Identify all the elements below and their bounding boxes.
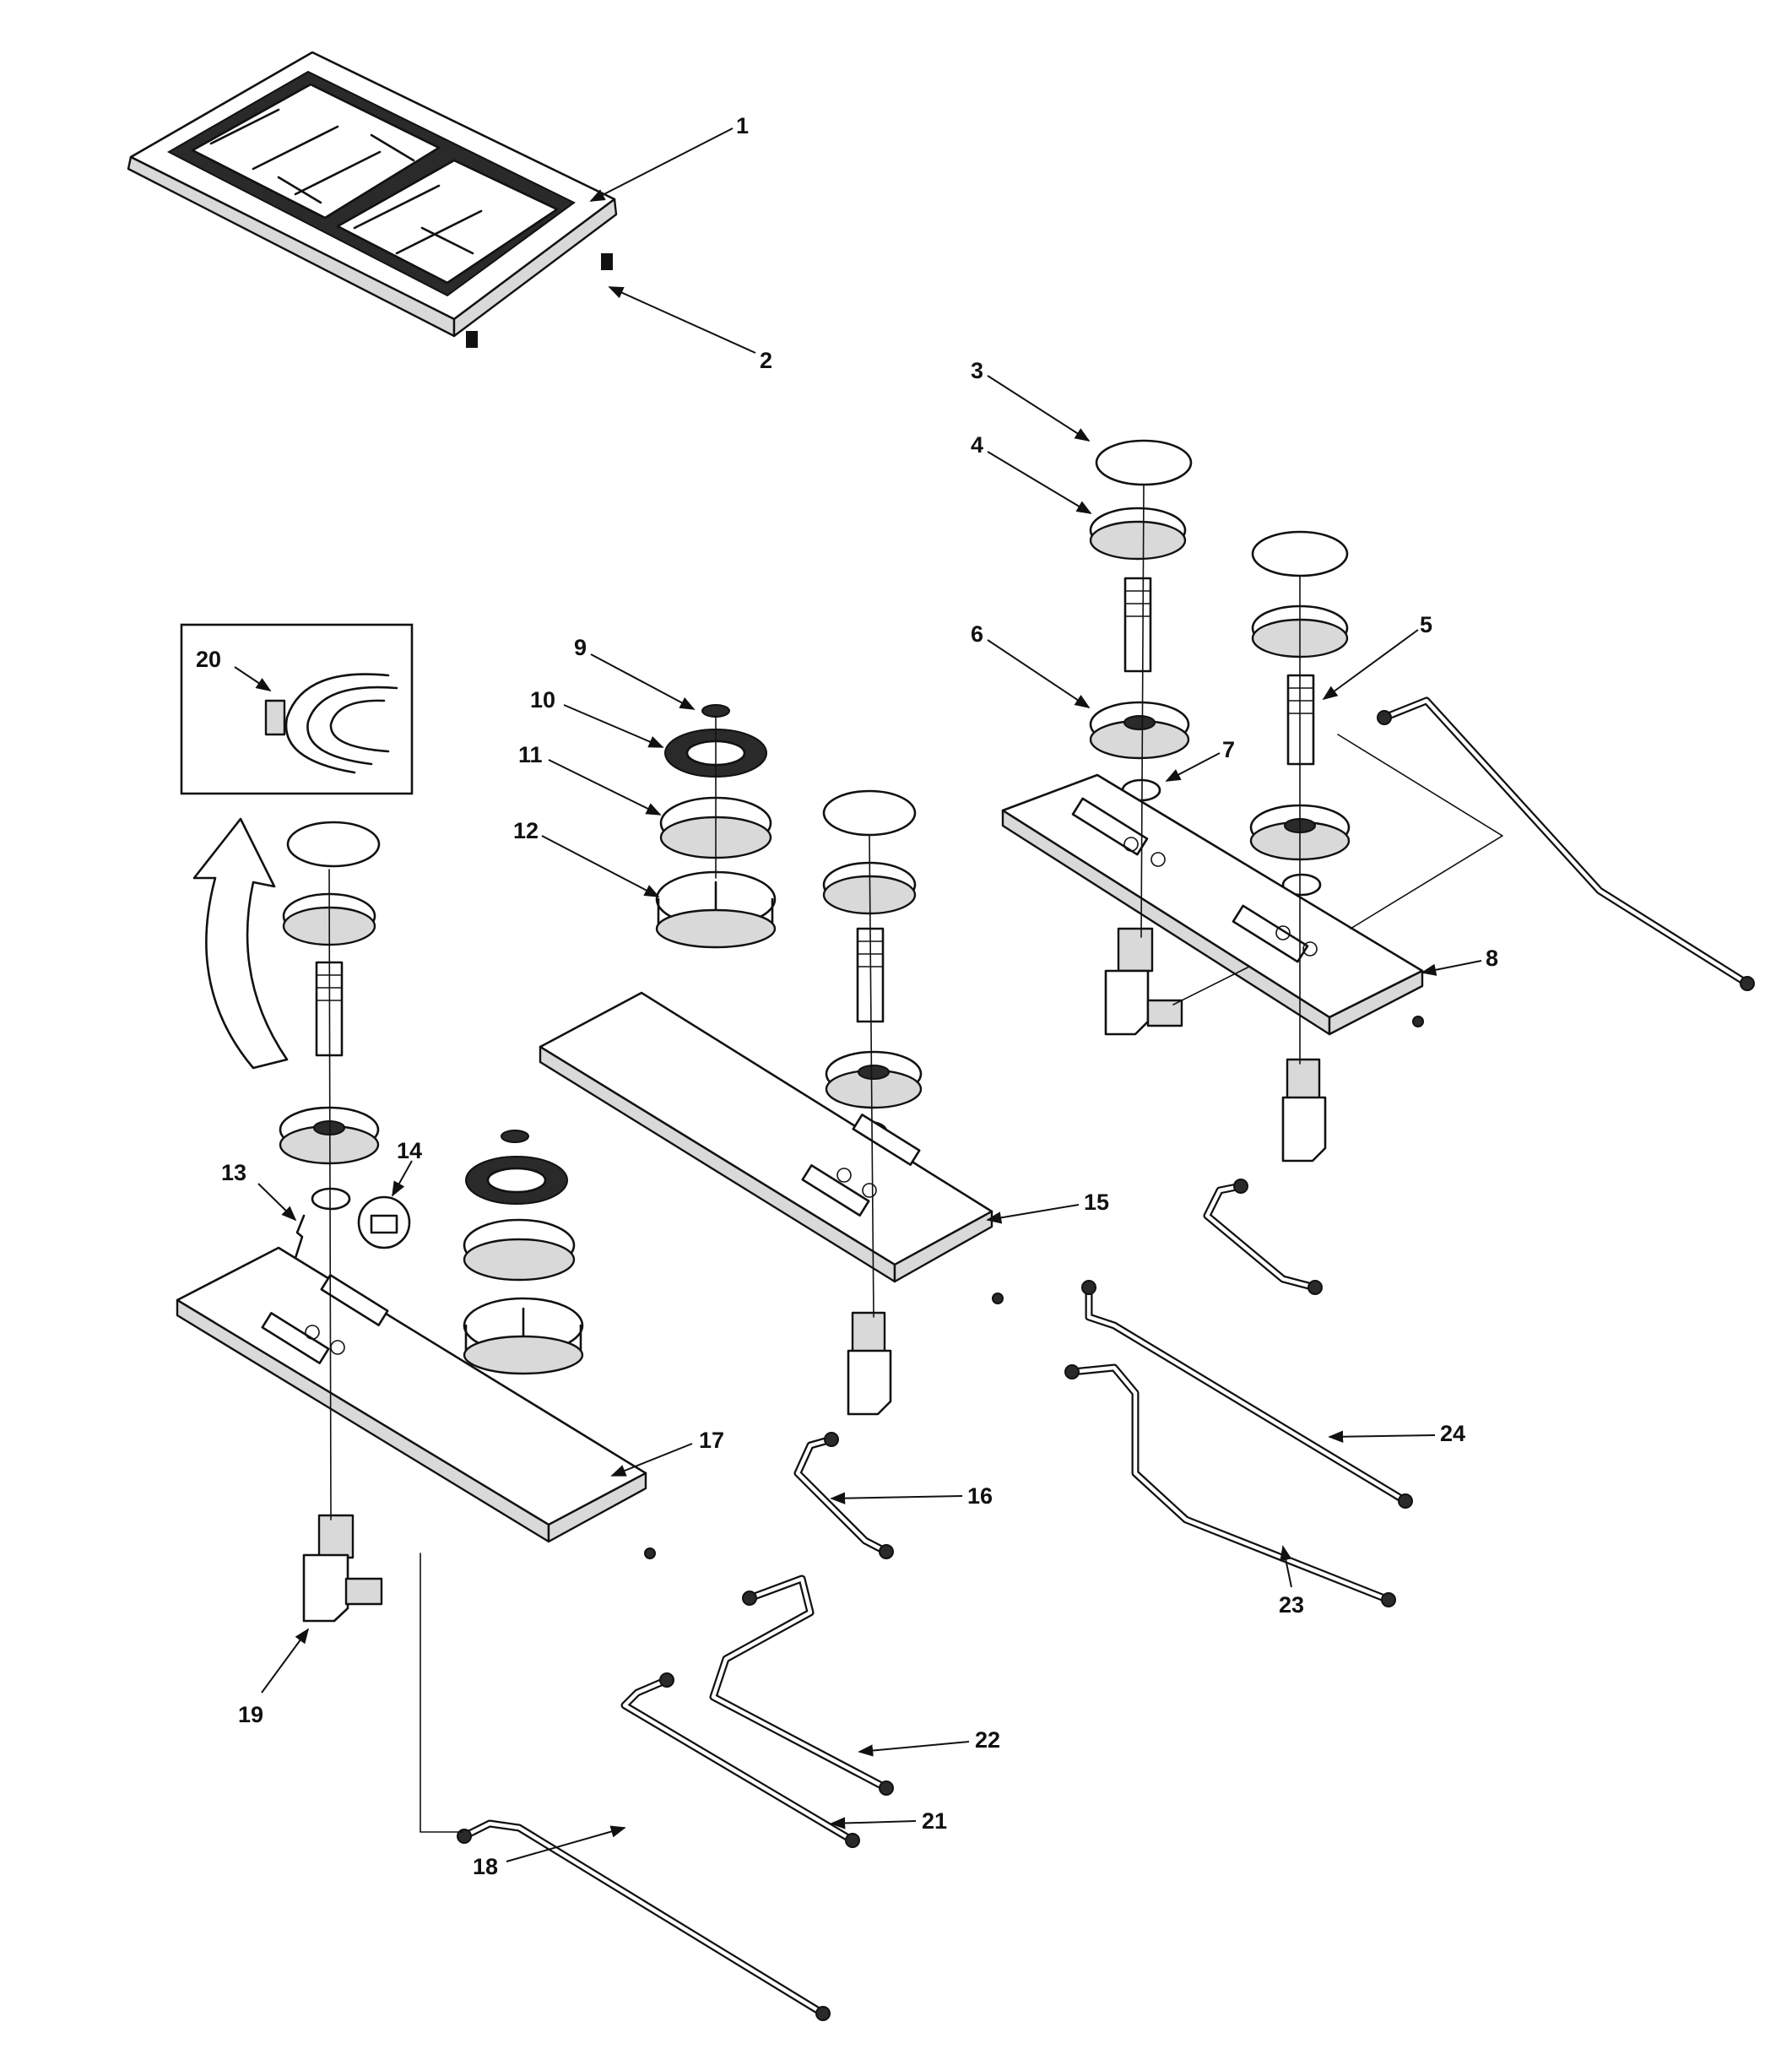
leader-2 [608, 286, 756, 354]
center-burner-assembly [539, 704, 1004, 1416]
right-valve-elbow [1104, 927, 1183, 1036]
grate-assembly [127, 51, 618, 348]
callout-3: 3 [971, 358, 983, 383]
leader-3 [987, 375, 1091, 442]
leader-17 [610, 1443, 693, 1477]
right-valve-elbow-2 [1281, 1058, 1327, 1163]
callout-4: 4 [971, 432, 983, 458]
callout-23: 23 [1279, 1592, 1304, 1618]
callout-10: 10 [530, 687, 555, 713]
callout-19: 19 [238, 1702, 263, 1727]
assembly-guide-lines [328, 485, 1503, 1833]
leader-11 [548, 759, 662, 816]
callout-18: 18 [473, 1854, 498, 1879]
callout-2: 2 [760, 348, 772, 373]
curved-flip-arrow [192, 817, 289, 1070]
leader-13 [257, 1183, 297, 1222]
leader-10 [563, 704, 664, 748]
leader-23 [1280, 1545, 1292, 1588]
leader-21 [830, 1817, 917, 1829]
callout-22: 22 [975, 1727, 1000, 1753]
callout-8: 8 [1486, 946, 1498, 971]
leader-1 [589, 127, 734, 202]
gas-tubes [457, 696, 1755, 2021]
right-burner-assembly [1001, 439, 1424, 1163]
callout-21: 21 [922, 1808, 947, 1834]
leader-6 [987, 639, 1091, 708]
callout-11: 11 [518, 742, 543, 767]
callout-20: 20 [196, 647, 221, 672]
leader-14 [392, 1160, 413, 1197]
leader-15 [986, 1204, 1080, 1224]
callout-1: 1 [736, 113, 749, 138]
callout-6: 6 [971, 621, 983, 647]
leader-20 [234, 666, 272, 691]
leader-24 [1328, 1430, 1436, 1443]
callout-7: 7 [1222, 737, 1235, 762]
left-valve-elbow [302, 1514, 383, 1623]
leader-7 [1165, 752, 1221, 782]
center-valve-elbow [847, 1311, 892, 1416]
leader-18 [506, 1825, 626, 1862]
leader-lines [234, 127, 1482, 1862]
callout-14: 14 [397, 1138, 422, 1163]
leader-22 [858, 1741, 970, 1757]
leader-9 [590, 653, 696, 710]
callout-labels: 1 2 3 4 5 6 7 8 9 10 11 12 13 14 15 16 1… [196, 113, 1498, 1879]
leader-12 [541, 835, 660, 897]
callout-17: 17 [699, 1428, 724, 1453]
leader-5 [1322, 629, 1419, 701]
detail-inset [180, 623, 414, 795]
callout-24: 24 [1440, 1421, 1465, 1446]
callout-12: 12 [513, 818, 539, 843]
callout-13: 13 [221, 1160, 246, 1185]
left-burner-assembly [176, 821, 656, 1623]
callout-16: 16 [967, 1483, 993, 1509]
callout-9: 9 [574, 635, 587, 660]
callout-15: 15 [1084, 1190, 1109, 1215]
callout-5: 5 [1420, 612, 1432, 637]
leader-16 [830, 1492, 963, 1504]
leader-19 [261, 1628, 310, 1694]
leader-4 [987, 451, 1092, 514]
leader-8 [1421, 960, 1482, 976]
